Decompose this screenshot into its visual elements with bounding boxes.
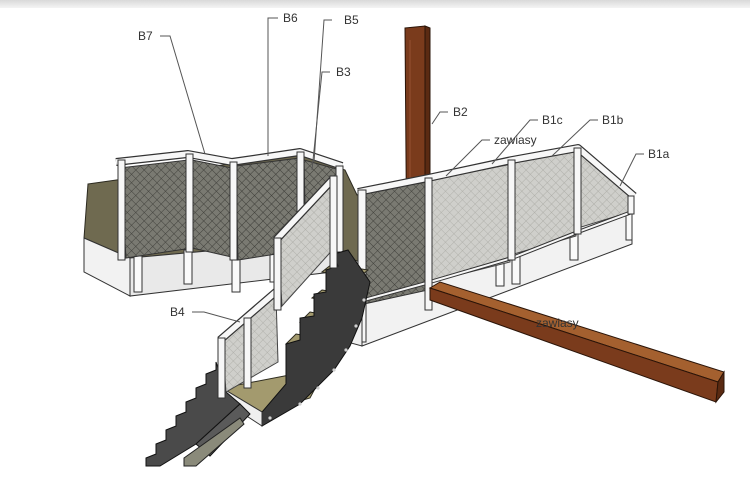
stair-railing (217, 175, 338, 399)
stairs (145, 249, 371, 467)
label-b1a: B1a (648, 147, 670, 161)
label-b3: B3 (336, 65, 351, 79)
label-b1b: B1b (602, 113, 624, 127)
label-b6: B6 (283, 11, 298, 25)
horizontal-beam (428, 281, 725, 404)
label-b4: B4 (170, 305, 185, 319)
labels: B7 B6 B5 B3 B2 zawiasy B1c B1b B1a B4 za… (138, 11, 670, 330)
window-top-edge (0, 0, 750, 8)
label-zawiasy-beam: zawiasy (536, 316, 579, 330)
label-b2: B2 (453, 105, 468, 119)
leader-lines (160, 17, 644, 323)
label-zawiasy-top: zawiasy (494, 133, 537, 147)
label-b1c: B1c (542, 113, 563, 127)
label-b5: B5 (344, 13, 359, 27)
label-b7: B7 (138, 29, 153, 43)
railing-right (357, 144, 637, 343)
